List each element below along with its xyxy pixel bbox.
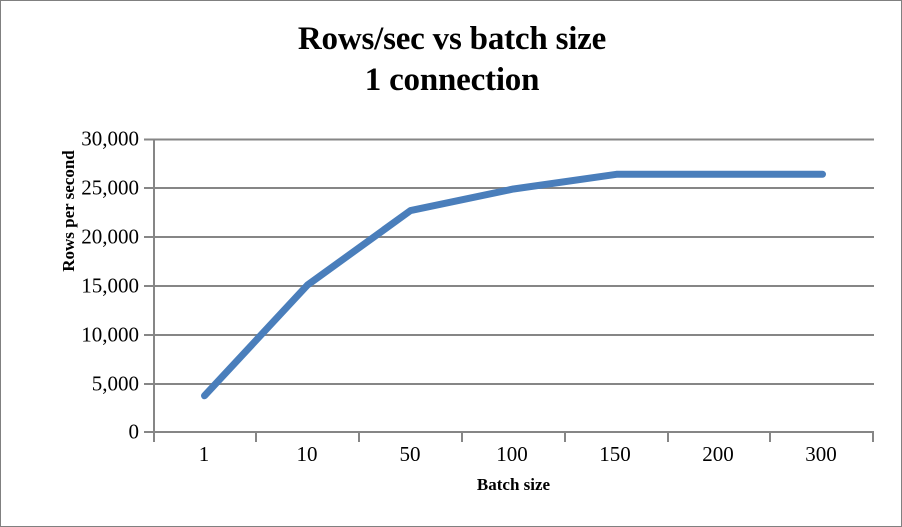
y-tick-label-15000: 15,000: [81, 273, 139, 298]
y-axis-title: Rows per second: [59, 150, 78, 272]
x-tick-label-300: 300: [805, 442, 837, 466]
chart-title: Rows/sec vs batch size 1 connection: [1, 19, 901, 101]
x-axis-title: Batch size: [476, 475, 551, 494]
x-tick-label-10: 10: [296, 442, 318, 466]
y-tick-label-25000: 25,000: [81, 175, 139, 200]
y-tick-label-30000: 30,000: [81, 126, 139, 151]
y-axis-ticks: [144, 138, 154, 433]
gridlines: [153, 138, 874, 385]
x-tick-label-150: 150: [599, 442, 631, 466]
y-tick-label-20000: 20,000: [81, 224, 139, 249]
plot-area: [144, 138, 874, 442]
y-tick-label-0: 0: [128, 419, 140, 444]
y-tick-label-5000: 5,000: [91, 371, 139, 396]
x-tick-label-200: 200: [702, 442, 734, 466]
y-axis-tick-labels: 30,000 25,000 20,000 15,000 10,000 5,000…: [29, 1, 140, 526]
x-tick-label-50: 50: [399, 442, 421, 466]
x-tick-label-100: 100: [496, 442, 528, 466]
y-tick-label-10000: 10,000: [81, 322, 139, 347]
chart-title-line1: Rows/sec vs batch size: [297, 21, 607, 57]
x-axis-ticks: [153, 432, 874, 442]
series-line-rows-per-second: [201, 170, 826, 400]
x-tick-label-1: 1: [198, 442, 210, 466]
chart-plot-svg: [144, 138, 874, 442]
chart-title-line2: 1 connection: [364, 62, 540, 98]
